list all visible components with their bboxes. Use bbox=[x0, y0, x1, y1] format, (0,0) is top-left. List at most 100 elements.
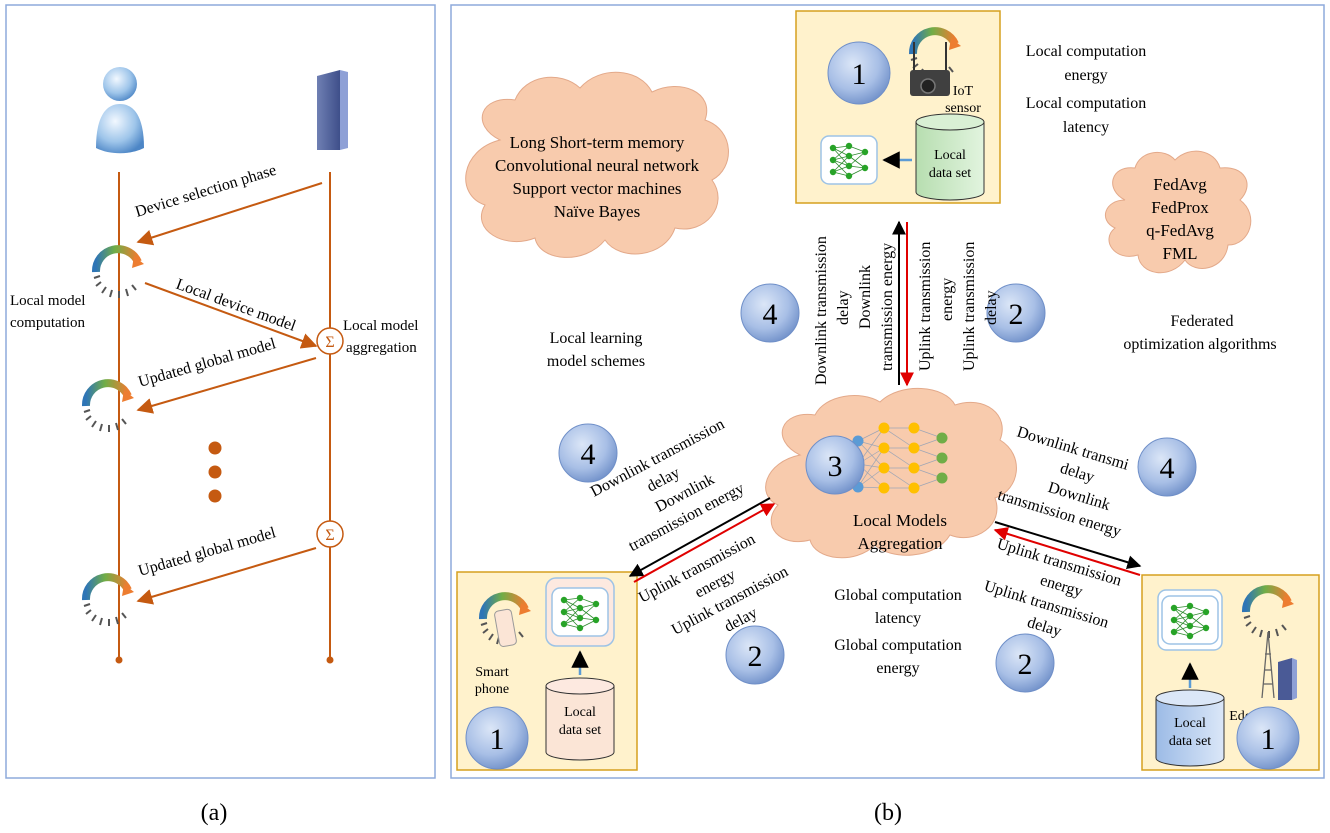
aggregation-sum-icon-1: Σ bbox=[316, 327, 344, 355]
edge-neural-net-icon bbox=[1157, 589, 1223, 651]
local-model-computation-label-2: computation bbox=[10, 315, 85, 331]
edge-data-label-2: data set bbox=[1169, 734, 1211, 749]
svg-text:Σ: Σ bbox=[325, 527, 334, 544]
updated-global-label-1: Updated global model bbox=[136, 335, 278, 391]
caption-a: (a) bbox=[201, 800, 228, 826]
iot-data-label-1: Local bbox=[934, 148, 966, 163]
svg-text:2: 2 bbox=[1018, 648, 1033, 681]
step-4-left: 4 bbox=[558, 423, 618, 483]
cloud-right-line-2: FedProx bbox=[1151, 198, 1209, 217]
iot-database-icon bbox=[915, 113, 985, 201]
left-uplink-arrow bbox=[633, 503, 776, 583]
svg-text:4: 4 bbox=[1160, 452, 1175, 485]
local-model-computation-label-1: Local model bbox=[10, 293, 85, 309]
local-computation-1: Local computation bbox=[1026, 43, 1146, 60]
right-downlink-labels: Downlink transmi delay Downlink transmis… bbox=[996, 424, 1132, 541]
local-device-model-label: Local device model bbox=[174, 276, 299, 335]
cloud-left-line-4: Naïve Bayes bbox=[554, 202, 640, 221]
edge-node-device-box: Local data set Edge node 1 bbox=[1141, 574, 1320, 771]
aggregation-label-2: Aggregation bbox=[858, 534, 943, 553]
iot-data-label-2: data set bbox=[929, 166, 971, 181]
svg-text:4: 4 bbox=[581, 438, 596, 471]
federated-caption-2: optimization algorithms bbox=[1123, 336, 1276, 353]
server-icon bbox=[317, 70, 348, 150]
edge-tower-icon bbox=[1261, 631, 1275, 699]
right-uplink-arrow bbox=[993, 527, 1141, 576]
computation-gauge-2-icon bbox=[84, 383, 134, 432]
global-computation-1: Global computation bbox=[834, 587, 962, 604]
aggregation-sum-icon-2: Σ bbox=[316, 520, 344, 548]
computation-gauge-3-icon bbox=[84, 577, 134, 626]
local-computation-2: energy bbox=[1064, 67, 1107, 84]
edge-data-label-1: Local bbox=[1174, 716, 1206, 731]
step-2-right: 2 bbox=[995, 633, 1055, 693]
svg-text:Σ: Σ bbox=[325, 334, 334, 351]
step-2-top: 2 bbox=[986, 283, 1046, 343]
cloud-right-line-3: q-FedAvg bbox=[1146, 221, 1214, 240]
edge-server-icon bbox=[1278, 658, 1297, 700]
top-uplink-labels: Uplink transmission energy Uplink transm… bbox=[917, 242, 1000, 371]
svg-text:Uplink transmission: Uplink transmission bbox=[961, 242, 978, 371]
svg-text:4: 4 bbox=[763, 298, 778, 331]
iot-label-2: sensor bbox=[945, 101, 981, 116]
panel-b-frame bbox=[450, 4, 1325, 779]
global-computation-4: energy bbox=[876, 660, 919, 677]
global-computation-3: Global computation bbox=[834, 637, 962, 654]
local-learning-caption-2: model schemes bbox=[547, 353, 645, 370]
federated-cloud bbox=[1104, 150, 1252, 274]
updated-global-arrow-1 bbox=[136, 357, 317, 414]
updated-global-arrow-2 bbox=[136, 547, 317, 605]
svg-text:Uplink transmission: Uplink transmission bbox=[917, 242, 934, 371]
cloud-right-line-1: FedAvg bbox=[1153, 175, 1207, 194]
svg-text:transmission energy: transmission energy bbox=[879, 243, 896, 371]
ellipsis-dot-3 bbox=[208, 489, 222, 503]
local-device-model-arrow bbox=[144, 282, 318, 349]
local-model-aggregation-label-1: Local model bbox=[343, 318, 418, 334]
local-learning-cloud bbox=[465, 71, 729, 258]
server-lifeline-end bbox=[326, 656, 334, 664]
device-selection-label: Device selection phase bbox=[133, 162, 278, 221]
cloud-left-line-3: Support vector machines bbox=[512, 179, 681, 198]
svg-text:Downlink transmission: Downlink transmission bbox=[813, 236, 830, 385]
aggregation-label-1: Local Models bbox=[853, 511, 947, 530]
svg-text:Downlink: Downlink bbox=[857, 265, 874, 329]
global-computation-2: latency bbox=[875, 610, 921, 627]
iot-label-1: IoT bbox=[953, 84, 974, 99]
updated-global-label-2: Updated global model bbox=[136, 524, 278, 580]
smartphone-device-box: Smart phone 1 Local data set bbox=[456, 571, 638, 771]
smartphone-label-1: Smart bbox=[475, 665, 509, 680]
top-downlink-labels: Downlink transmission delay Downlink tra… bbox=[813, 236, 896, 385]
step-3-center: 3 bbox=[805, 435, 865, 495]
cloud-left-line-2: Convolutional neural network bbox=[495, 156, 699, 175]
step-1-edge: 1 bbox=[1261, 723, 1276, 756]
user-icon bbox=[96, 67, 144, 154]
step-1-smartphone: 1 bbox=[490, 723, 505, 756]
svg-text:2: 2 bbox=[1009, 298, 1024, 331]
federated-caption-1: Federated bbox=[1170, 313, 1233, 330]
left-downlink-labels: Downlink transmission delay Downlink tra… bbox=[588, 416, 747, 555]
device-selection-arrow bbox=[136, 182, 323, 246]
step-2-left: 2 bbox=[725, 625, 785, 685]
svg-text:delay: delay bbox=[983, 290, 1000, 325]
left-downlink-arrow bbox=[628, 497, 771, 577]
local-computation-4: latency bbox=[1063, 119, 1109, 136]
step-4-top: 4 bbox=[740, 283, 800, 343]
cloud-right-line-4: FML bbox=[1163, 244, 1198, 263]
local-learning-caption-1: Local learning bbox=[550, 330, 643, 347]
smartphone-neural-net-icon bbox=[545, 577, 615, 647]
edge-database-icon bbox=[1155, 689, 1225, 767]
step-4-right: 4 bbox=[1137, 437, 1197, 497]
smartphone-label-2: phone bbox=[475, 682, 509, 697]
camera-icon bbox=[910, 42, 950, 96]
svg-text:delay: delay bbox=[835, 290, 852, 325]
right-downlink-arrow bbox=[994, 521, 1142, 570]
local-computation-3: Local computation bbox=[1026, 95, 1146, 112]
step-1-iot: 1 bbox=[852, 58, 867, 91]
svg-text:3: 3 bbox=[828, 450, 843, 483]
right-uplink-labels: Uplink transmission energy Uplink transm… bbox=[982, 536, 1124, 641]
smartphone-data-label-1: Local bbox=[564, 705, 596, 720]
svg-text:energy: energy bbox=[939, 278, 956, 321]
panel-a-frame bbox=[5, 4, 436, 779]
caption-b: (b) bbox=[874, 800, 902, 826]
